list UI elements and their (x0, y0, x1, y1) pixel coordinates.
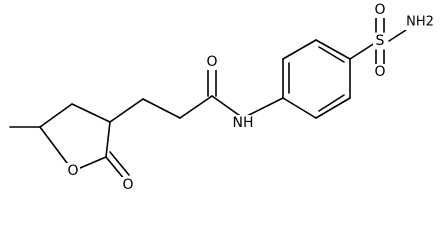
bond-n-ring (242, 97, 284, 119)
atom-sulfonyl-oxygen-top: O (374, 2, 385, 18)
atom-ring-oxygen: O (67, 163, 78, 179)
bond-amide-cn (211, 95, 244, 119)
atom-amide-nitrogen: NH (233, 115, 254, 131)
atom-amide-carbonyl-oxygen: O (206, 54, 217, 70)
bond-benzene-inner-2 (318, 46, 345, 63)
bond-s-nh2 (388, 29, 407, 42)
bonds (9, 15, 407, 181)
bond-ring-c5-c4 (39, 103, 73, 128)
bond-lactone-co-2 (109, 151, 130, 176)
atom-labels: O O O NH S O O NH2 (66, 2, 438, 193)
atom-sulfur: S (376, 33, 385, 49)
bond-chain-ca-cb (142, 98, 181, 119)
bond-lactone-co-1 (105, 156, 126, 181)
bond-benzene-inner-3 (318, 94, 345, 112)
bond-benzene-6 (282, 97, 317, 119)
bond-benzene-5 (315, 97, 351, 119)
atom-sulfonyl-oxygen-bottom: O (374, 64, 385, 80)
bond-benzene-2 (282, 39, 317, 60)
atom-lactone-carbonyl-oxygen: O (122, 177, 133, 193)
bond-benzene-3 (315, 39, 351, 60)
bond-chain-cb-cc (179, 95, 213, 119)
atom-amino-nitrogen: NH2 (406, 15, 434, 30)
bond-ring-c3-c2 (105, 121, 111, 158)
bond-chain-c3-ca (109, 98, 144, 123)
chemical-structure-diagram: O O O NH S O O NH2 (9, 2, 438, 193)
bond-ring-c4-c3 (71, 103, 111, 123)
